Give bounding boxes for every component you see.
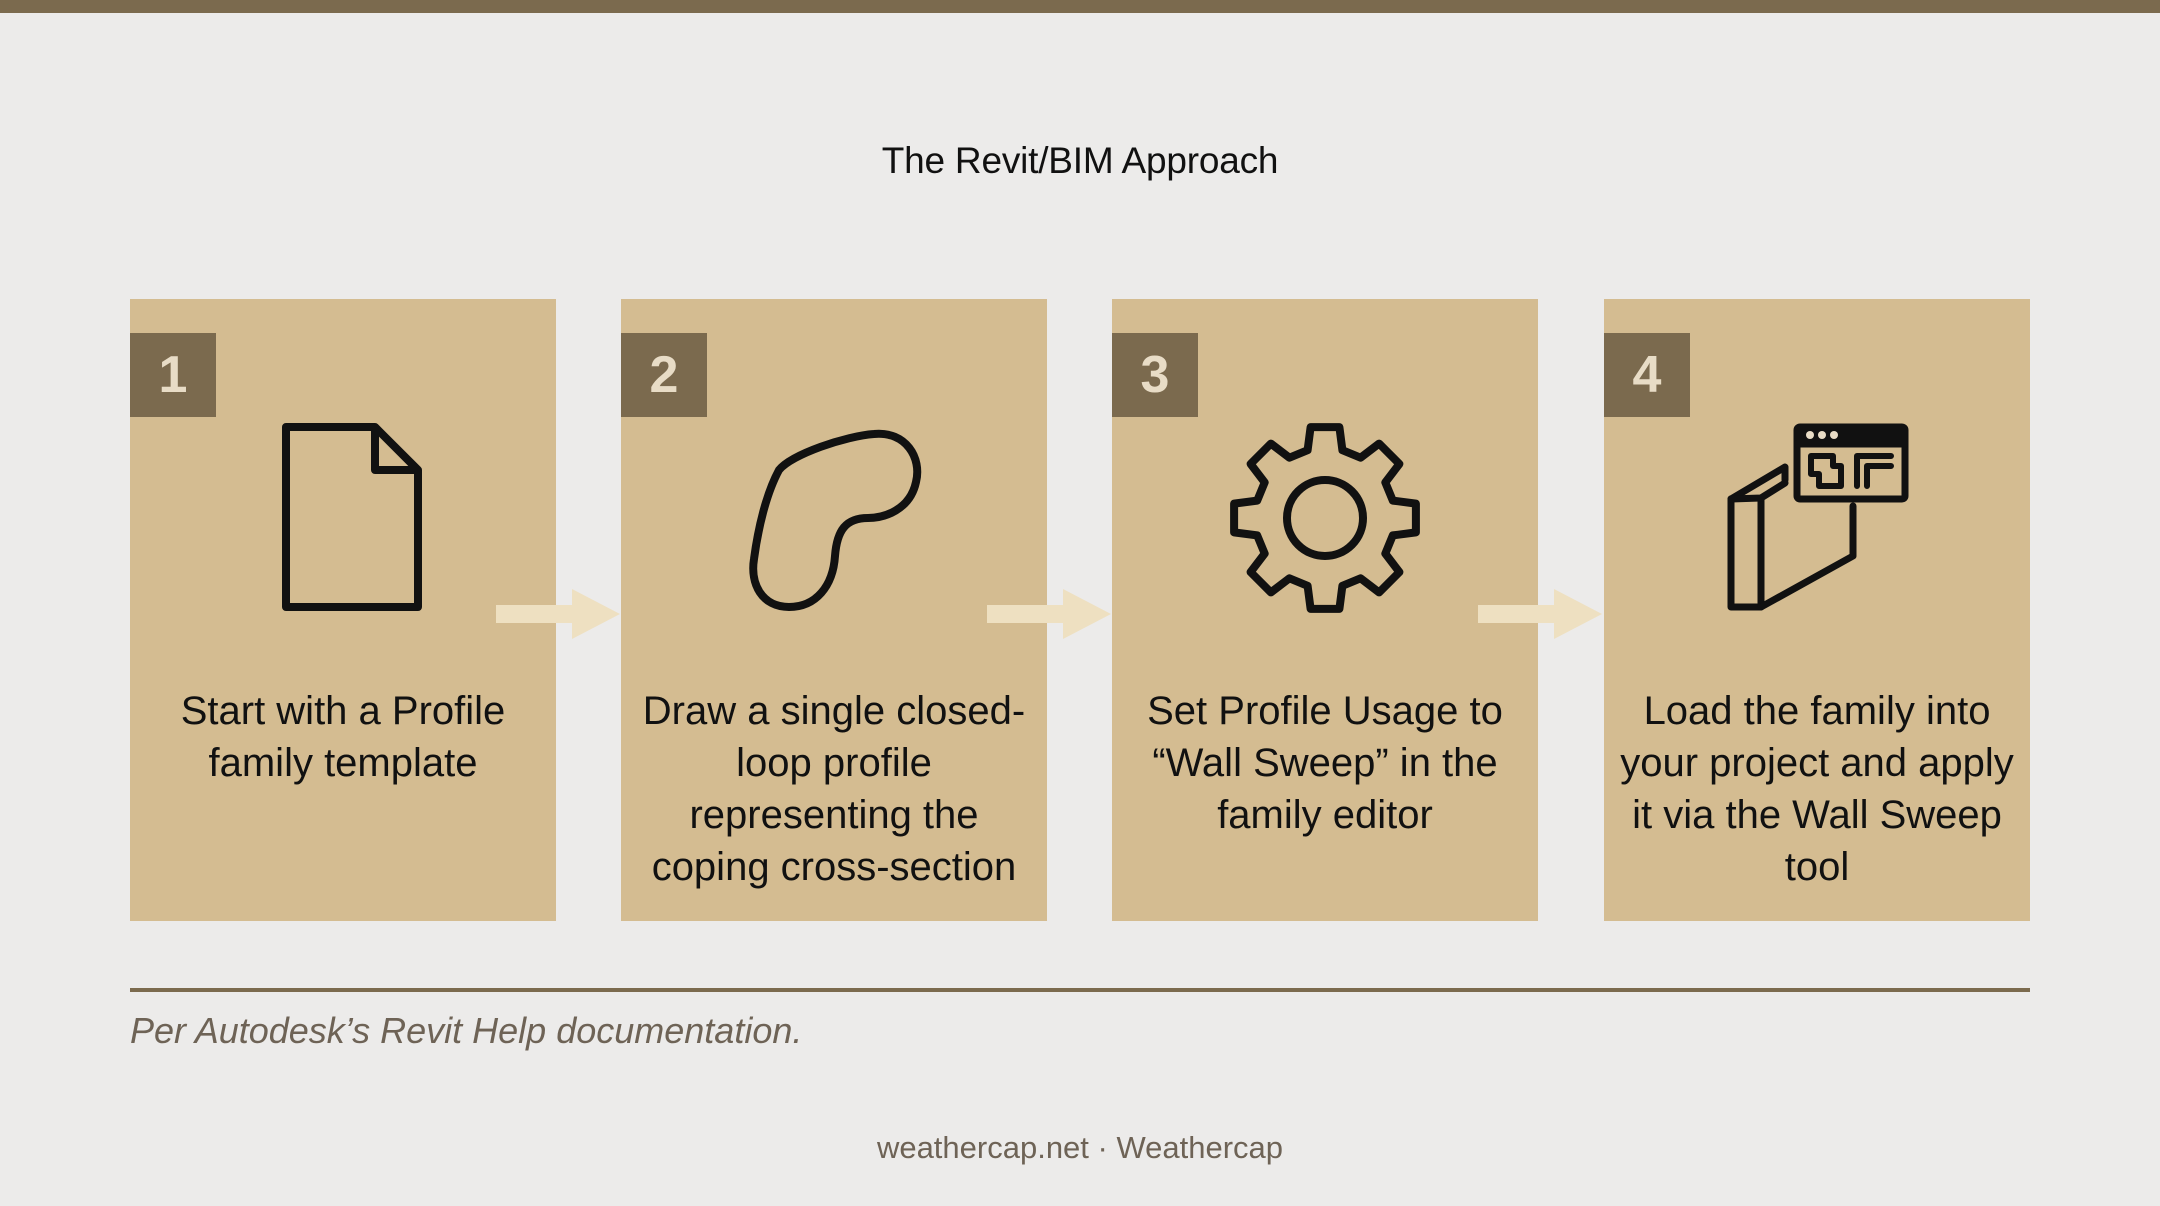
step-card-2: 2 Draw a single closed-loop profile repr… [621, 299, 1047, 921]
step-description: Load the family into your project and ap… [1620, 689, 2014, 889]
step-number-badge: 4 [1604, 333, 1690, 417]
step-description: Draw a single closed-loop profile repres… [642, 689, 1026, 889]
flow-arrow [985, 586, 1113, 642]
page-title: The Revit/BIM Approach [881, 140, 1279, 181]
step-card-4: 4 Load the family into your project and … [1604, 299, 2030, 921]
step-card-3: 3 Set Profile Usage to “Wall Sweep” in t… [1112, 299, 1538, 921]
source-note: Per Autodesk’s Revit Help documentation. [130, 1010, 803, 1051]
step-number-badge: 3 [1112, 333, 1198, 417]
step-number-badge: 2 [621, 333, 707, 417]
flow-arrow [1476, 586, 1604, 642]
divider-line [130, 988, 2030, 992]
step-description: Start with a Profile family template [180, 689, 506, 785]
document-icon [282, 423, 422, 611]
top-accent-bar [0, 0, 2160, 13]
closed-loop-profile-icon [749, 429, 922, 611]
flow-arrow [494, 586, 622, 642]
step-card-1: 1 Start with a Profile family template [130, 299, 556, 921]
step-number-badge: 1 [130, 333, 216, 417]
footer-attribution: weathercap.net · Weathercap [876, 1130, 1284, 1165]
wall-sweep-window-icon [1727, 423, 1909, 611]
step-description: Set Profile Usage to “Wall Sweep” in the… [1147, 689, 1503, 837]
gear-icon [1230, 423, 1420, 613]
